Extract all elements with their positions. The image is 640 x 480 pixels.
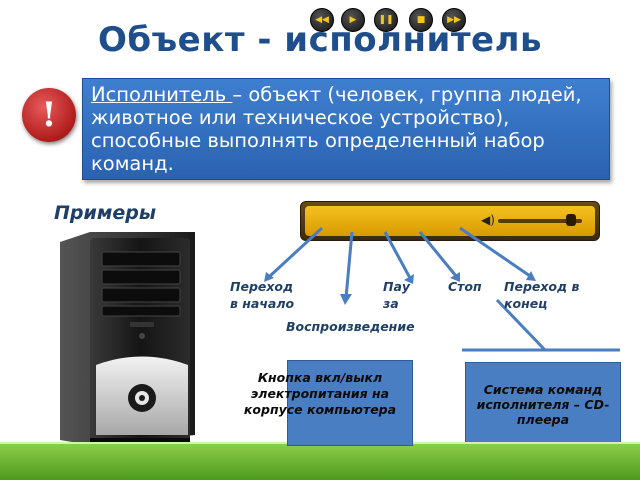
- footer-bar: [0, 442, 640, 480]
- power-button-box: [287, 360, 413, 446]
- power-button-caption: Кнопка вкл/выкл электропитания на корпус…: [243, 370, 397, 417]
- label-to-start: Переход в начало: [230, 279, 295, 311]
- examples-label: Примеры: [54, 202, 157, 224]
- volume-icon: ◀): [481, 213, 495, 227]
- stop-button[interactable]: ■: [409, 8, 433, 32]
- pause-button[interactable]: ❚❚: [374, 8, 398, 32]
- label-play: Воспроизведение: [286, 319, 415, 334]
- rewind-button[interactable]: ◀◀: [310, 8, 334, 32]
- command-system-box: Система команд исполнителя – CD-плеера: [465, 362, 621, 446]
- play-button[interactable]: ▶: [341, 8, 365, 32]
- definition-box: Исполнитель – объект (человек, группа лю…: [82, 78, 610, 180]
- label-pause: Пауза: [383, 279, 411, 311]
- exclamation-icon: !: [22, 88, 76, 142]
- label-to-end: Переход в конец: [504, 279, 580, 311]
- volume-slider-track[interactable]: [498, 219, 582, 223]
- volume-slider-knob[interactable]: [566, 214, 576, 226]
- label-stop: Стоп: [448, 279, 482, 294]
- definition-text: – объект (человек, группа людей, животно…: [91, 83, 582, 175]
- computer-tower-icon: [60, 232, 195, 446]
- forward-button[interactable]: ▶▶: [442, 8, 466, 32]
- definition-term: Исполнитель: [91, 83, 233, 106]
